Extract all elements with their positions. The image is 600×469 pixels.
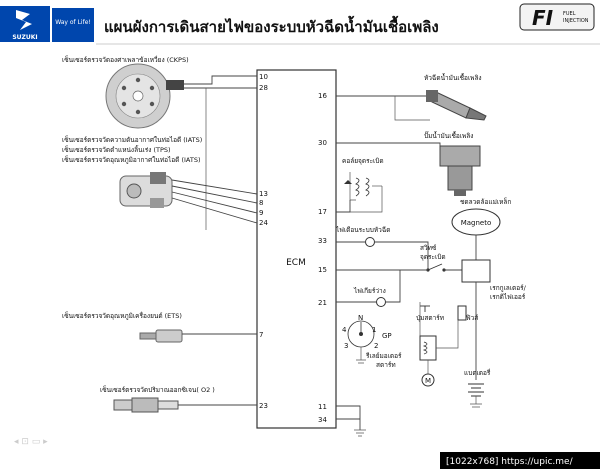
regulator-label-1: เรกกูเลเตอร์/ xyxy=(490,284,527,292)
iats2-label: เซ็นเซอร์ตรวจวัดอุณหภูมิอากาศในท่อไอดี (… xyxy=(62,155,201,164)
gp-label: GP xyxy=(382,332,392,340)
coil-wire xyxy=(336,200,351,213)
fuel-pump-label: ปั๊มน้ำมันเชื้อเพลิง xyxy=(424,131,473,140)
iats1-label: เซ็นเซอร์ตรวจวัดความดันอากาศในท่อไอดี (I… xyxy=(62,135,202,144)
fi-badge-sub1: FUEL xyxy=(563,11,576,17)
pin-right: 34 xyxy=(318,416,327,424)
fuel-pump-icon xyxy=(439,145,481,196)
pin-left: 8 xyxy=(259,199,263,207)
relay-coil-icon xyxy=(422,341,428,355)
regulator-label-2: เรกติไฟเออร์ xyxy=(490,293,526,301)
ckps-label: เซ็นเซอร์ตรวจวัดองศาเพลาข้อเหวี่ยง (CKPS… xyxy=(62,55,189,64)
fuel-pump-wire xyxy=(336,142,441,150)
neutral-wire-b xyxy=(386,270,401,303)
ckps-sensor-icon xyxy=(105,63,184,129)
relay-to-fuse xyxy=(436,320,459,349)
gp-1: 1 xyxy=(372,326,376,334)
title-bar xyxy=(96,8,500,42)
pin-left: 13 xyxy=(259,190,268,198)
ecm-ground-11 xyxy=(336,405,361,430)
ignition-switch-icon xyxy=(426,263,446,272)
tb-wire-13 xyxy=(171,179,258,195)
relay-label-2: สตาร์ท xyxy=(376,361,396,369)
starter-relay-icon xyxy=(419,335,437,361)
ckps-wire-a xyxy=(184,75,257,85)
ignition-coil-icon xyxy=(344,172,382,201)
ecm-right-pins: 16 30 17 33 15 21 11 34 xyxy=(318,92,327,424)
pin-right: 30 xyxy=(318,139,327,147)
ecm-box xyxy=(256,69,337,429)
ecm-left-pins: 10 28 13 8 9 24 7 23 xyxy=(259,73,268,410)
coil-return xyxy=(350,186,383,213)
relay-label-1: รีเลย์มอเตอร์ xyxy=(365,352,402,360)
o2-sensor-icon xyxy=(113,397,179,413)
gp-3: 3 xyxy=(344,342,348,350)
throttle-body-sensor-icon xyxy=(119,172,173,208)
injector-supply xyxy=(394,96,430,121)
pin-right: 33 xyxy=(318,237,327,245)
ets-label: เซ็นเซอร์ตรวจวัดอุณหภูมิเครื่องยนต์ (ETS… xyxy=(62,311,182,320)
ignition-coil-label: คอล์ยจุดระเบิด xyxy=(342,157,384,165)
injector-label: หัวฉีดน้ำมันเชื้อเพลิง xyxy=(424,73,482,82)
pin-left: 9 xyxy=(259,209,263,217)
pin-right: 17 xyxy=(318,208,327,216)
suzuki-s-mark-icon xyxy=(16,10,32,30)
gp-n: N xyxy=(358,314,363,322)
watermark-text: [1022x768] https://upic.me/ xyxy=(446,457,574,467)
fi-lamp-icon xyxy=(365,237,375,247)
gp-4: 4 xyxy=(342,326,347,334)
fi-lamp-wire-b xyxy=(375,241,429,270)
fi-badge xyxy=(519,3,595,31)
pin-right: 16 xyxy=(318,92,327,100)
tps-label: เซ็นเซอร์ตรวจวัดตำแหน่งลิ้นเร่ง (TPS) xyxy=(62,145,171,154)
gp-2: 2 xyxy=(374,342,378,350)
fi-badge-text: FI xyxy=(532,6,554,30)
fuse-icon xyxy=(457,305,467,321)
tb-wire-24 xyxy=(171,197,258,224)
ign-switch-label-1: สวิทซ์ xyxy=(420,244,437,252)
brand-slogan: Way of Life! xyxy=(55,19,91,26)
ecm-label: ECM xyxy=(286,258,306,268)
tb-wire-8 xyxy=(171,185,258,204)
fi-lamp-label: ไฟเตือนระบบหัวฉีด xyxy=(335,226,390,234)
battery-ground-icon xyxy=(470,396,482,408)
pin-left: 23 xyxy=(259,402,268,410)
neutral-lamp-icon xyxy=(376,297,386,307)
ign-switch-label-2: จุดระเบิด xyxy=(420,253,446,261)
tb-wire-9 xyxy=(171,191,258,214)
starter-button-label: ปุ่มสตาร์ท xyxy=(416,314,444,322)
slogan-box xyxy=(52,8,94,42)
page-title: แผนผังการเดินสายไฟของระบบหัวฉีดน้ำมันเชื… xyxy=(104,15,439,36)
starter-button-icon xyxy=(420,305,430,312)
slide-control-icons: ◂ ⊡ ▭ ▸ xyxy=(14,437,48,447)
pin-left: 24 xyxy=(259,219,268,227)
regulator-box xyxy=(461,259,491,283)
ets-sensor-icon xyxy=(139,329,183,343)
pin-right: 15 xyxy=(318,266,327,274)
watermark-bar xyxy=(440,452,600,469)
neutral-lamp-label: ไฟเกียร์ว่าง xyxy=(353,287,386,295)
fi-badge-sub2: INJECTION xyxy=(563,18,589,24)
magneto-housing-label: ชดลวดล้อแม่เหล็ก xyxy=(460,197,511,206)
battery-label: แบตเตอรี่ xyxy=(464,368,491,377)
brand-name: SUZUKI xyxy=(12,34,37,41)
ecm-ground-icon xyxy=(354,429,366,437)
injector-icon xyxy=(426,90,487,121)
pin-left: 28 xyxy=(259,84,268,92)
pin-right: 21 xyxy=(318,299,327,307)
o2-label: เซ็นเซอร์ตรวจวัดปริมาณออกซิเจน( O2 ) xyxy=(100,385,215,394)
fuse-label: ฟิวส์ xyxy=(466,314,478,322)
gp-ground-icon xyxy=(356,359,366,364)
battery-icon xyxy=(468,383,484,397)
magneto-label: Magneto xyxy=(461,219,492,227)
pin-left: 10 xyxy=(259,73,268,81)
gear-position-switch-icon xyxy=(347,320,375,348)
pin-right: 11 xyxy=(318,403,327,411)
motor-label: M xyxy=(425,377,431,385)
pin-left: 7 xyxy=(259,331,263,339)
